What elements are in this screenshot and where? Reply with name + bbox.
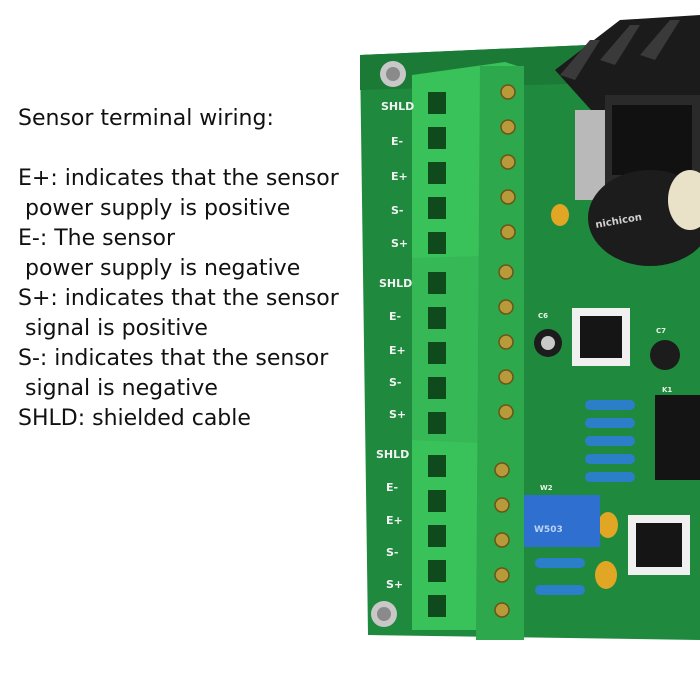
terminal-label-shld: SHLD — [379, 277, 412, 290]
terminal-block — [412, 62, 524, 640]
terminal-label-s-plus: S+ — [391, 237, 408, 250]
terminal-label-shld: SHLD — [376, 448, 409, 461]
caption-line: power supply is positive — [18, 196, 291, 221]
trimmer-text: W503 — [534, 525, 563, 535]
caption-heading: Sensor terminal wiring: — [18, 106, 274, 131]
label-k1: K1 — [662, 386, 672, 394]
header-pins — [655, 395, 700, 480]
terminal-label-e-minus: E- — [391, 135, 403, 148]
terminal-label-e-plus: E+ — [391, 170, 408, 183]
terminal-label-s-plus: S+ — [386, 578, 403, 591]
terminal-labels: SHLD E- E+ S- S+ SHLD E- E+ S- S+ SHLD E… — [376, 100, 414, 591]
electrolytic-capacitor: nichicon — [588, 170, 700, 266]
small-capacitor — [650, 340, 680, 370]
caption-text-block: Sensor terminal wiring: E+: indicates th… — [18, 104, 363, 434]
caption-line: S+: indicates that the sensor — [18, 286, 339, 311]
ceramic-capacitor — [551, 204, 569, 226]
ic-chip — [572, 308, 630, 366]
terminal-label-s-minus: S- — [391, 204, 404, 217]
terminal-slots — [428, 92, 446, 617]
mounting-hole-icon — [371, 601, 397, 627]
terminal-label-e-plus: E+ — [389, 344, 406, 357]
caption-line: signal is positive — [18, 316, 208, 341]
mounting-hole-icon — [380, 61, 406, 87]
caption-line: SHLD: shielded cable — [18, 406, 251, 431]
terminal-label-e-minus: E- — [386, 481, 398, 494]
label-c7: C7 — [656, 327, 666, 335]
resistor-bank — [535, 400, 635, 595]
caption-line: E+: indicates that the sensor — [18, 166, 339, 191]
terminal-label-shld: SHLD — [381, 100, 414, 113]
caption-line: signal is negative — [18, 376, 218, 401]
terminal-label-s-plus: S+ — [389, 408, 406, 421]
small-capacitor — [534, 329, 562, 357]
ceramic-capacitor — [598, 512, 618, 538]
caption-line: power supply is negative — [18, 256, 301, 281]
screw-icon — [494, 84, 516, 618]
ceramic-capacitor — [595, 561, 617, 589]
terminal-label-e-plus: E+ — [386, 514, 403, 527]
caption-line: S-: indicates that the sensor — [18, 346, 329, 371]
terminal-label-s-minus: S- — [389, 376, 402, 389]
heatsink — [555, 15, 700, 200]
terminal-label-e-minus: E- — [389, 310, 401, 323]
label-c6: C6 — [538, 312, 548, 320]
caption-line: E-: The sensor — [18, 226, 176, 251]
trimmer-potentiometer: W2 W503 — [518, 484, 600, 547]
ic-chip — [628, 515, 690, 575]
label-w2: W2 — [540, 484, 553, 492]
terminal-label-s-minus: S- — [386, 546, 399, 559]
